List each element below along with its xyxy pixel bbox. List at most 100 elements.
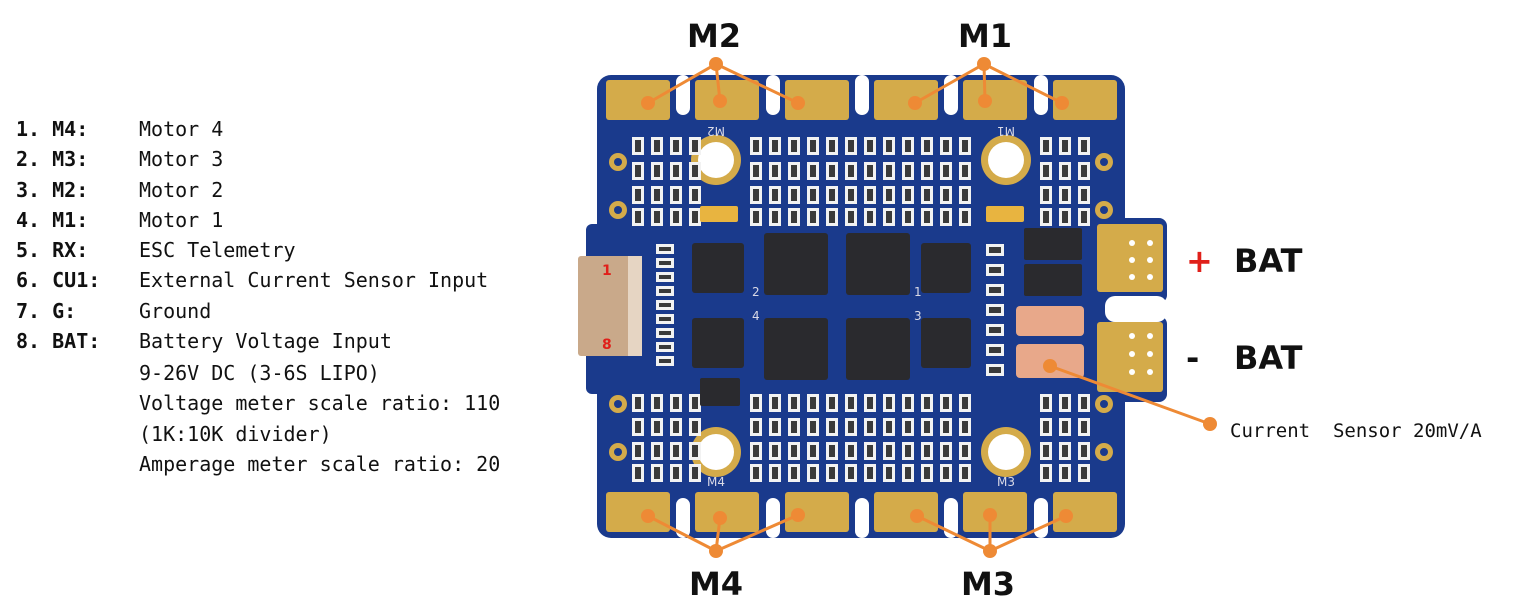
smd-component-body: [753, 211, 759, 223]
pad-m1-c: [1053, 80, 1117, 120]
smd-component-body: [962, 189, 968, 201]
smd-component-body: [692, 397, 698, 409]
smd-component-body: [635, 397, 641, 409]
pinout-list: 1. M4:Motor 4 2. M3:Motor 3 3. M2:Motor …: [16, 114, 488, 356]
smd-component-body: [943, 165, 949, 177]
smd-component-body: [905, 397, 911, 409]
smd-component-body: [659, 359, 671, 363]
smd-component-body: [772, 445, 778, 457]
pad-m1-b: [963, 80, 1027, 120]
silk-n1: 1: [914, 285, 922, 299]
smd-component-body: [772, 165, 778, 177]
smd-component-body: [962, 140, 968, 152]
battery-note: Voltage meter scale ratio: 110: [139, 391, 501, 416]
smd-component-body: [659, 247, 671, 251]
smd-component-body: [654, 421, 660, 433]
smd-component-body: [886, 140, 892, 152]
pad-m4-a: [606, 492, 670, 532]
silk-n2: 2: [752, 285, 760, 299]
battery-note: 9-26V DC (3-6S LIPO): [139, 361, 380, 385]
smd-component-body: [659, 303, 671, 307]
smd-component-body: [943, 189, 949, 201]
pad-m2-a: [606, 80, 670, 120]
smd-component-body: [1043, 140, 1049, 152]
smd-component-body: [829, 467, 835, 479]
smd-component-body: [1081, 467, 1087, 479]
smd-component-body: [867, 467, 873, 479]
battery-note: (1K:10K divider): [139, 421, 332, 446]
smd-component-body: [1043, 445, 1049, 457]
smd-component-body: [829, 189, 835, 201]
silk-n3: 3: [914, 309, 922, 323]
pinout-item-cu1: 6. CU1:External Current Sensor Input: [16, 265, 488, 295]
smd-component-body: [791, 467, 797, 479]
callout-dots: [641, 57, 1217, 558]
pinout-item-m3: 2. M3: Motor 3: [16, 144, 488, 174]
smd-component-body: [1081, 211, 1087, 223]
pad-m3-a: [874, 492, 938, 532]
smd-component-body: [867, 445, 873, 457]
smd-component-body: [886, 211, 892, 223]
smd-component-body: [654, 467, 660, 479]
smd-component-body: [654, 211, 660, 223]
pinout-key: 2. M3:: [16, 147, 89, 172]
smd-component-body: [692, 140, 698, 152]
smd-component-body: [1043, 397, 1049, 409]
smd-component-body: [989, 247, 1001, 253]
pinout-value: ESC Telemetry: [139, 238, 296, 263]
label-m4: M4: [689, 565, 743, 603]
smd-component-body: [1043, 421, 1049, 433]
smd-component-body: [867, 189, 873, 201]
smd-component-body: [1043, 189, 1049, 201]
smd-component-body: [989, 267, 1001, 273]
smd-component-body: [848, 211, 854, 223]
smd-component-body: [659, 331, 671, 335]
smd-component-body: [673, 397, 679, 409]
smd-component-body: [1062, 211, 1068, 223]
pinout-value: Motor 4: [139, 117, 224, 141]
pad-m4-c: [785, 492, 849, 532]
smd-component-body: [924, 189, 930, 201]
smd-component-body: [692, 421, 698, 433]
smd-component-body: [635, 467, 641, 479]
smd-component-body: [924, 421, 930, 433]
smd-component-body: [1081, 445, 1087, 457]
smd-component-body: [1062, 189, 1068, 201]
smd-component-body: [1043, 211, 1049, 223]
smd-component-body: [886, 421, 892, 433]
silk-m3: M3: [997, 475, 1015, 489]
smd-component-body: [810, 140, 816, 152]
smd-component-body: [692, 467, 698, 479]
smd-component-body: [1081, 397, 1087, 409]
smd-component-body: [989, 347, 1001, 353]
silk-m2: M2: [707, 124, 725, 138]
smd-component-body: [654, 189, 660, 201]
label-m3: M3: [961, 565, 1015, 603]
smd-component-body: [886, 189, 892, 201]
smd-component-body: [753, 140, 759, 152]
smd-component-body: [810, 397, 816, 409]
smd-component-body: [829, 397, 835, 409]
smd-component-body: [886, 397, 892, 409]
smd-component-body: [753, 189, 759, 201]
mounting-holes: [691, 135, 1031, 477]
smd-component-body: [943, 140, 949, 152]
pinout-value: Battery Voltage Input: [139, 329, 392, 354]
smd-component-body: [791, 165, 797, 177]
smd-component-body: [886, 445, 892, 457]
smd-component-body: [989, 307, 1001, 313]
smd-component-body: [810, 165, 816, 177]
smd-component-body: [753, 467, 759, 479]
smd-component-body: [905, 421, 911, 433]
smd-component-body: [1081, 140, 1087, 152]
smd-component-body: [943, 467, 949, 479]
smd-component-body: [772, 189, 778, 201]
pinout-value: Motor 3: [139, 147, 224, 172]
smd-component-body: [791, 140, 797, 152]
smd-component-body: [753, 397, 759, 409]
smd-component-body: [829, 445, 835, 457]
battery-notes: 9-26V DC (3-6S LIPO) Voltage meter scale…: [139, 358, 500, 479]
smd-component-body: [1062, 140, 1068, 152]
smd-component-body: [905, 165, 911, 177]
smd-component-body: [829, 140, 835, 152]
